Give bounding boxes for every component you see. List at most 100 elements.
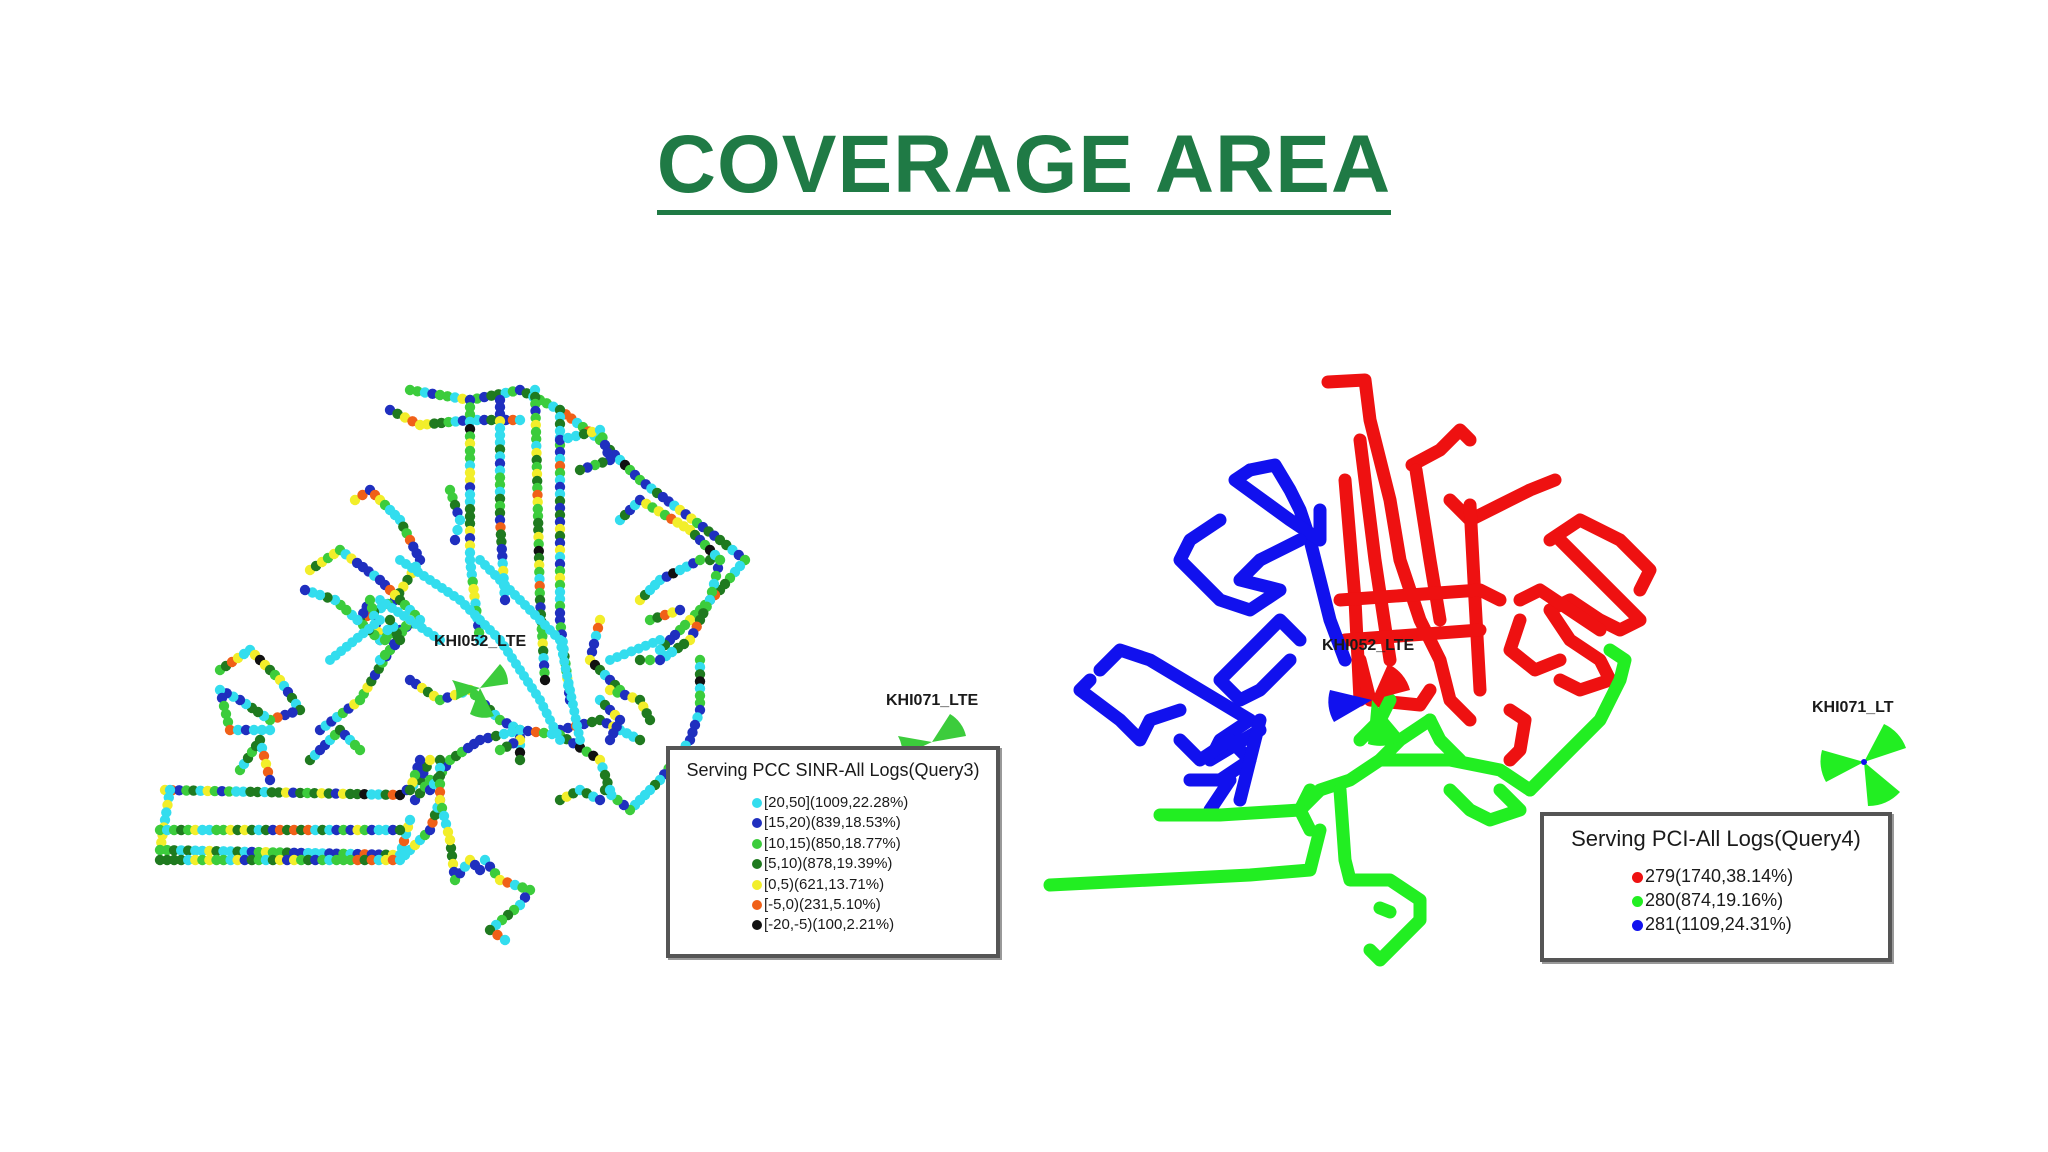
drive-sample-point [538,727,550,739]
drive-route-path [1373,901,1397,919]
drive-sample-point [464,474,476,486]
drive-route-path [1321,373,1477,727]
drive-sample-point [654,654,666,666]
drive-sample-point [256,724,268,736]
legend-item: 280(874,19.16%) [1632,888,1888,912]
drive-route-path [1173,733,1257,787]
drive-sample-point [524,884,536,896]
legend-item: [20,50](1009,22.28%) [752,793,996,813]
drive-sample-point [499,934,511,946]
drive-sample-point [394,824,406,836]
drive-sample-point [434,770,446,782]
drive-sample-point [218,700,230,712]
drive-sample-point [232,724,244,736]
pci-site-khi052[interactable]: KHI052_LTE [1322,637,1415,746]
sector-wedge [452,680,480,700]
drive-sample-point [440,818,452,830]
drive-sample-point [434,778,446,790]
drive-sample-point [714,554,726,566]
legend-label: [-5,0)(231,5.10%) [764,895,881,913]
legend-label: [-20,-5)(100,2.21%) [764,916,895,934]
legend-dot [752,798,762,808]
drive-sample-point [264,774,276,786]
page-title: COVERAGE AREA [0,118,2048,215]
site-label-khi071: KHI071_LTE [886,692,979,709]
legend-dot [752,879,762,890]
legend-dot [752,818,762,829]
drive-route-path [1203,773,1237,817]
legend-label: 281(1109,24.31%) [1645,914,1792,934]
drive-route-path [1338,623,1487,647]
drive-sample-point [464,540,476,551]
drive-sample-point [452,524,463,536]
drive-route-path [1503,613,1567,677]
drive-sample-point [220,708,232,720]
pci-drive-routes [1043,373,1657,967]
drive-sample-point [484,924,496,936]
page-title-text: COVERAGE AREA [656,119,1392,215]
legend-dot [752,899,762,910]
drive-sample-point [375,615,385,625]
drive-sample-point [434,786,446,798]
legend-label: [0,5)(621,13.71%) [764,875,885,893]
drive-sample-point [706,586,718,598]
drive-sample-point [530,726,542,738]
drive-route-path [1463,498,1487,697]
drive-sample-point [474,634,486,646]
sinr-map[interactable]: KHI052_LTE KHI071_LTE [154,384,979,946]
pci-legend[interactable]: Serving PCI-All Logs(Query4) 279(1740,38… [1540,812,1892,962]
drive-sample-point [694,661,706,673]
drive-route-path [1443,473,1562,527]
drive-route-path [1423,713,1467,767]
drive-route-path [1213,613,1307,707]
drive-sample-point [436,802,448,814]
drive-route-path [1233,713,1267,807]
legend-item: [0,5)(621,13.71%) [752,875,996,895]
drive-sample-point [498,728,510,740]
pci-site-khi071[interactable]: KHI071_LT [1812,699,1906,807]
drive-sample-point [474,864,486,876]
legend-label: 279(1740,38.14%) [1645,866,1794,886]
drive-route-path [1373,753,1537,797]
drive-sample-point [578,428,590,440]
drive-sample-point [337,788,349,799]
drive-sample-point [464,496,476,507]
drive-sample-point [309,788,320,799]
drive-sample-point [446,850,458,862]
drive-sample-point [514,747,526,758]
drive-sample-point [264,724,276,736]
drive-sample-point [464,525,476,537]
drive-sample-point [216,692,228,704]
sector-wedge [480,664,509,688]
drive-sample-point [655,635,665,645]
drive-sample-point [434,754,446,766]
drive-sample-point [224,724,236,736]
drive-sample-point [694,554,706,566]
drive-sample-point [486,414,497,426]
drive-sample-point [586,426,598,438]
drive-sample-point [554,434,566,446]
sinr-legend[interactable]: Serving PCC SINR-All Logs(Query3) [20,50… [666,746,1000,958]
sector-wedge [1368,700,1404,746]
drive-sample-point [464,438,476,449]
sinr-legend-title: Serving PCC SINR-All Logs(Query3) [686,760,980,780]
drive-sample-point [494,744,506,756]
drive-sample-point [592,622,604,634]
sector-wedge [470,688,494,718]
drive-sample-point [634,654,646,666]
sector-wedge [1864,762,1900,807]
sinr-drive-routes [154,384,751,946]
drive-sample-point [464,423,476,435]
drive-sample-point [539,674,551,686]
drive-sample-point [574,464,586,476]
drive-sample-point [570,430,582,442]
drive-sample-point [464,409,476,420]
sinr-site-khi052[interactable]: KHI052_LTE [434,633,527,718]
drive-sample-point [444,834,456,846]
legend-label: [15,20)(839,18.53%) [764,814,901,832]
drive-sample-point [586,716,598,728]
pci-map[interactable]: KHI052_LTE KHI071_LT [1043,373,1906,967]
drive-route-path [1333,583,1507,607]
drive-sample-point [590,630,602,642]
site-label-khi052: KHI052_LTE [1322,637,1415,654]
